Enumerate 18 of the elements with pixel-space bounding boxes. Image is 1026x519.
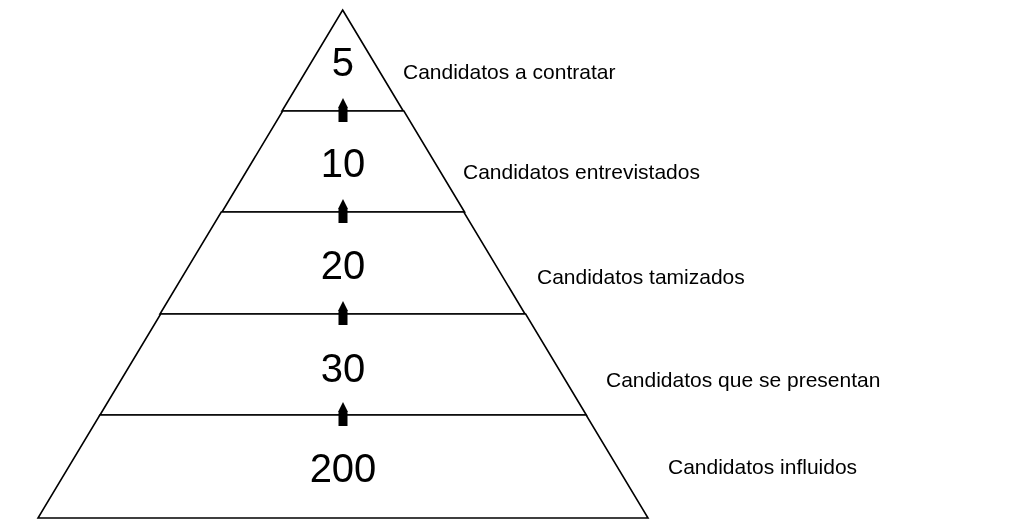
tier-number: 30 [320, 346, 366, 390]
tier-label: Candidatos que se presentan [606, 368, 881, 392]
tier-number: 20 [320, 243, 366, 287]
pyramid-tier [160, 212, 526, 314]
pyramid-tier [221, 111, 465, 212]
tier-label: Candidatos a contratar [403, 60, 616, 84]
pyramid-tier [38, 415, 648, 518]
up-arrow [338, 98, 348, 122]
up-arrow [338, 301, 348, 325]
tier-label: Candidatos tamizados [537, 265, 745, 289]
tier-number: 200 [309, 446, 377, 490]
up-arrow [338, 199, 348, 223]
pyramid-tier [99, 314, 587, 415]
tier-label: Candidatos entrevistados [463, 160, 700, 184]
tier-label: Candidatos influidos [668, 455, 858, 479]
tier-number: 10 [320, 141, 366, 185]
up-arrow [338, 402, 348, 426]
tier-number: 5 [331, 40, 355, 84]
